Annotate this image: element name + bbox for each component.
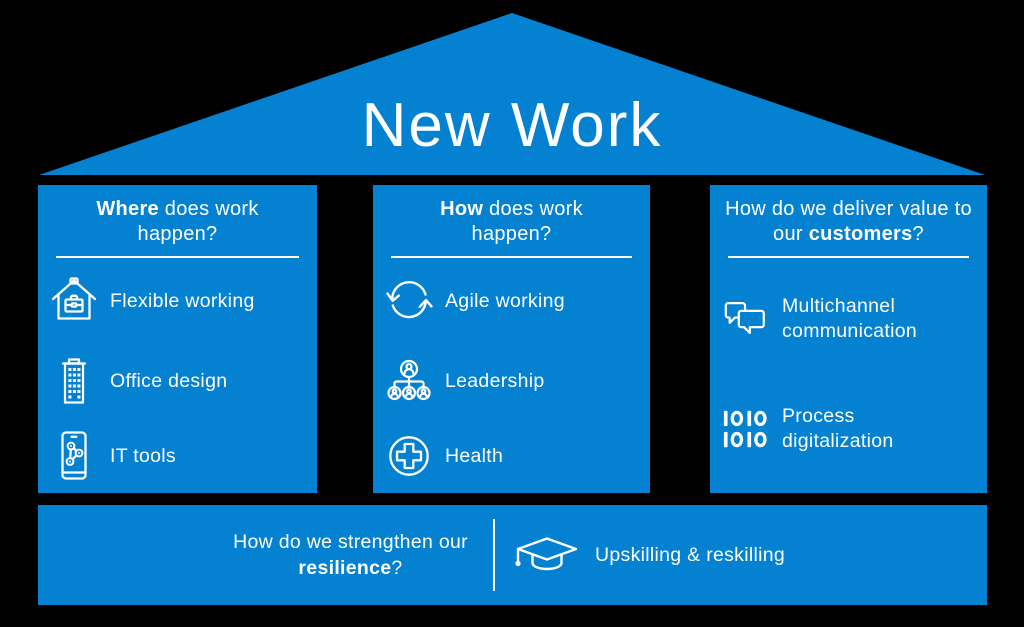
home-office-icon [50, 277, 98, 325]
pillar-customers: How do we deliver value to our customers… [710, 185, 987, 493]
list-item-flexible-working: Flexible working [50, 273, 311, 329]
pillar-how: How does work happen? Agile working [373, 185, 650, 493]
smartphone-icon [50, 431, 98, 481]
item-label: Office design [110, 369, 228, 392]
item-label: Agile working [445, 289, 565, 312]
list-item-it-tools: IT tools [50, 428, 311, 484]
pillar-question: How does work happen? [373, 197, 650, 247]
office-building-icon [50, 357, 98, 405]
list-item-process-digitalization: Process digitalization [722, 397, 981, 461]
question-pre: How do we strengthen our [233, 531, 468, 553]
roof-triangle [39, 13, 985, 175]
item-label: IT tools [110, 444, 176, 467]
question-post: ? [391, 557, 403, 579]
pillar-question: How do we deliver value to our customers… [710, 197, 987, 247]
list-item-agile-working: Agile working [385, 273, 644, 329]
base-bar-resilience: How do we strengthen our resilience? Ups… [38, 505, 987, 605]
medical-cross-icon [385, 433, 433, 479]
item-label: Flexible working [110, 289, 255, 312]
org-chart-icon [385, 359, 433, 403]
chat-bubbles-icon [722, 298, 770, 340]
question-bold: Where [96, 198, 159, 220]
list-item-office-design: Office design [50, 353, 311, 409]
list-item-leadership: Leadership [385, 353, 644, 409]
question-pre: How do we deliver value to our [725, 198, 972, 245]
item-label: Health [445, 444, 504, 467]
header-underline [728, 256, 969, 258]
question-post: ? [912, 223, 924, 245]
list-item-upskilling-reskilling: Upskilling & reskilling [515, 505, 785, 605]
binary-1010-icon [722, 408, 770, 450]
header-underline [56, 256, 299, 258]
graduation-cap-icon [515, 533, 579, 577]
list-item-multichannel-communication: Multichannel communication [722, 287, 981, 351]
item-label: Leadership [445, 369, 545, 392]
question-bold: resilience [298, 557, 392, 579]
question-bold: customers [808, 223, 913, 245]
item-label: Multichannel communication [782, 295, 918, 342]
base-question: How do we strengthen our resilience? [233, 529, 468, 581]
pillar-where: Where does work happen? Flexible working [38, 185, 317, 493]
diagram-title: New Work [361, 91, 663, 160]
header-underline [391, 256, 632, 258]
question-post: does work happen? [137, 198, 259, 245]
question-post: does work happen? [471, 198, 583, 245]
question-bold: How [440, 198, 484, 220]
item-label: Process digitalization [782, 405, 894, 452]
cycle-arrows-icon [385, 277, 433, 325]
pillar-question: Where does work happen? [38, 197, 317, 247]
item-label: Upskilling & reskilling [595, 543, 786, 566]
list-item-health: Health [385, 428, 644, 484]
vertical-divider [493, 519, 495, 591]
